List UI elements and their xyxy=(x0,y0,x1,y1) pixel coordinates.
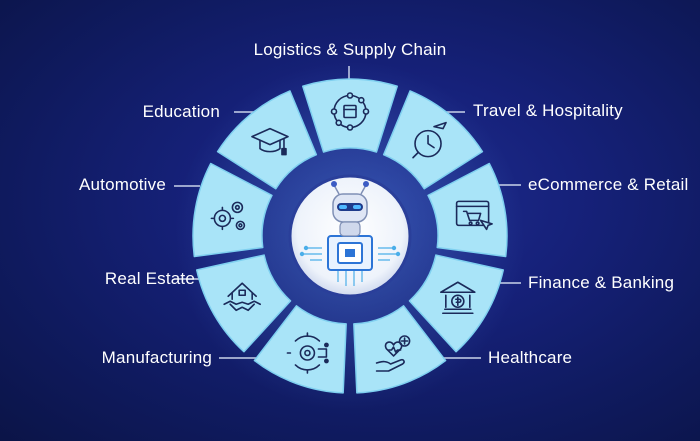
bank-icon xyxy=(440,281,476,315)
automotive-icon xyxy=(210,201,246,231)
segment-label-automotive: Automotive xyxy=(78,175,166,194)
ecommerce-icon xyxy=(455,200,493,231)
education-icon xyxy=(251,127,289,156)
manufacturing-icon xyxy=(286,332,329,374)
center-hub xyxy=(288,174,412,298)
segment-label-bank: Finance & Banking xyxy=(528,273,675,292)
segment-tile-ecommerce xyxy=(427,162,508,258)
segment-tile-bank xyxy=(408,254,505,353)
segment-label-healthcare: Healthcare xyxy=(488,348,573,367)
travel-icon xyxy=(412,121,447,159)
segment-label-manufacturing: Manufacturing xyxy=(101,348,212,367)
segment-tile-manufacturing xyxy=(253,305,347,394)
segment-tile-logistics xyxy=(302,78,398,153)
segment-tile-travel xyxy=(382,90,484,190)
robot-chip-icon xyxy=(299,181,401,286)
healthcare-icon xyxy=(375,335,411,372)
segment-label-real-estate: Real Estate xyxy=(104,269,195,288)
segment-label-logistics: Logistics & Supply Chain xyxy=(253,40,447,59)
segment-label-ecommerce: eCommerce & Retail xyxy=(528,175,689,194)
logistics-icon xyxy=(330,92,370,131)
segment-label-travel: Travel & Hospitality xyxy=(473,101,623,120)
segment-tile-education xyxy=(216,90,318,190)
real-estate-icon xyxy=(223,282,261,312)
segment-label-education: Education xyxy=(142,102,220,121)
